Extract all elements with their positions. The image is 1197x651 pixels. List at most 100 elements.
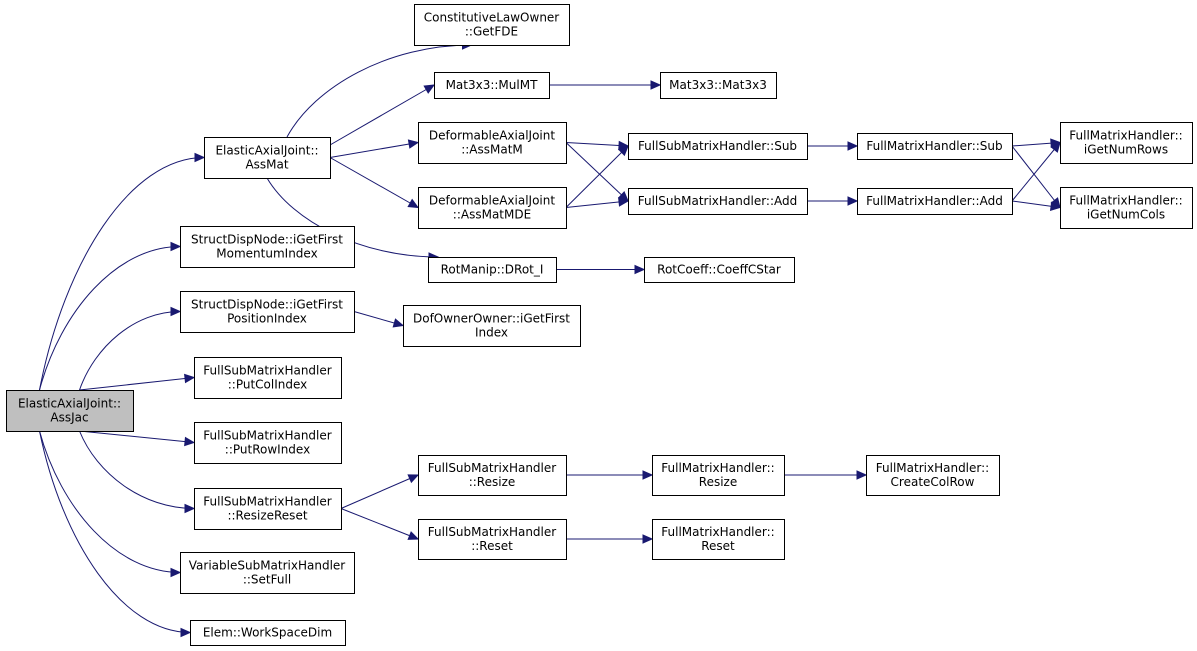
node-assjac[interactable]: ElasticAxialJoint::AssJac — [6, 390, 134, 432]
arrow-head — [184, 373, 196, 384]
node-mat3x3[interactable]: Mat3x3::Mat3x3 — [660, 72, 777, 99]
node-box — [428, 257, 557, 283]
node-label-line: FullSubMatrixHandler — [203, 429, 331, 443]
node-label-line: FullSubMatrixHandler — [203, 364, 331, 378]
edge-n_sdnpos-to-n_dof — [353, 311, 405, 328]
node-assmat[interactable]: ElasticAxialJoint::AssMat — [204, 137, 331, 179]
node-box — [418, 187, 567, 229]
edge-n_assjac-to-n_putcol — [79, 373, 196, 391]
node-label-line: FullSubMatrixHandler — [203, 495, 331, 509]
arrow-head — [847, 141, 859, 151]
node-label-line: FullMatrixHandler:: — [661, 525, 774, 539]
node-getfde[interactable]: ConstitutiveLawOwner::GetFDE — [414, 4, 570, 46]
node-box — [180, 291, 355, 333]
node-box — [403, 305, 581, 347]
node-label-line: PositionIndex — [227, 312, 307, 326]
edge-line — [286, 44, 472, 138]
arrow-head — [194, 152, 206, 163]
node-putrow[interactable]: FullSubMatrixHandler::PutRowIndex — [194, 422, 342, 464]
node-box — [6, 390, 134, 432]
node-fsmhres[interactable]: FullSubMatrixHandler::Resize — [418, 455, 567, 496]
node-fmhrst[interactable]: FullMatrixHandler::Reset — [652, 519, 785, 560]
edge-n_dajm-to-n_fsmhsub — [565, 140, 630, 151]
node-fmhadd[interactable]: FullMatrixHandler::Add — [857, 188, 1013, 215]
edge-n_rsreset-to-n_fsmhres — [340, 474, 420, 509]
node-fsmhrst[interactable]: FullSubMatrixHandler::Reset — [418, 519, 567, 560]
node-label-line: FullMatrixHandler:: — [1069, 129, 1182, 143]
node-label-line: ::ResizeReset — [227, 509, 307, 523]
edge-line — [329, 142, 419, 158]
arrow-head — [407, 474, 420, 484]
node-ws[interactable]: Elem::WorkSpaceDim — [190, 620, 346, 646]
node-mulmt[interactable]: Mat3x3::MulMT — [434, 72, 550, 99]
node-label-line: FullSubMatrixHandler — [428, 461, 556, 475]
edge-line — [565, 142, 629, 147]
edge-line — [39, 430, 191, 633]
node-label-line: MomentumIndex — [216, 247, 317, 261]
edge-n_fmhres-to-n_ccr — [784, 470, 868, 480]
node-label-line: DeformableAxialJoint — [429, 194, 555, 208]
arrow-head — [617, 145, 629, 157]
arrow-head — [856, 470, 868, 480]
node-label-line: iGetNumCols — [1087, 208, 1165, 222]
node-label-line: Index — [475, 326, 508, 340]
node-coeff[interactable]: RotCoeff::CoeffCStar — [644, 257, 795, 283]
node-label-line: FullSubMatrixHandler — [428, 525, 556, 539]
node-label-line: ElasticAxialJoint:: — [18, 397, 121, 411]
edge-n_fmhsub-to-n_cols — [1011, 145, 1061, 209]
node-label-line: AssJac — [50, 411, 88, 425]
edge-line — [329, 84, 435, 146]
node-label-line: Resize — [699, 475, 737, 489]
node-rows[interactable]: FullMatrixHandler::iGetNumRows — [1060, 122, 1193, 164]
node-label-line: ::PutRowIndex — [225, 443, 310, 457]
node-box — [180, 226, 355, 268]
node-fmhsub[interactable]: FullMatrixHandler::Sub — [857, 133, 1013, 160]
edge-n_assjac-to-n_assmat — [39, 152, 206, 391]
node-fsmhadd[interactable]: FullSubMatrixHandler::Add — [628, 188, 808, 215]
edge-line — [329, 157, 419, 208]
node-label-line: ElasticAxialJoint:: — [215, 144, 318, 158]
arrow-head — [650, 80, 662, 90]
node-fsmhsub[interactable]: FullSubMatrixHandler::Sub — [628, 133, 808, 160]
edge-n_assjac-to-n_sdnmom — [39, 241, 182, 391]
arrow-head — [170, 306, 182, 317]
edge-n_assjac-to-n_sdnpos — [79, 306, 182, 391]
node-ccr[interactable]: FullMatrixHandler::CreateColRow — [866, 455, 1000, 496]
node-fmhres[interactable]: FullMatrixHandler::Resize — [652, 455, 785, 496]
node-label-line: FullSubMatrixHandler::Add — [638, 194, 798, 208]
node-setfull[interactable]: VariableSubMatrixHandler::SetFull — [180, 552, 355, 594]
node-box — [194, 488, 342, 530]
arrow-head — [184, 436, 196, 447]
node-box — [204, 137, 331, 179]
arrow-head — [407, 198, 420, 209]
nodes: ElasticAxialJoint::AssJacElasticAxialJoi… — [6, 4, 1193, 646]
node-label-line: DeformableAxialJoint — [429, 129, 555, 143]
edge-n_assjac-to-n_putrow — [79, 430, 196, 447]
node-rsreset[interactable]: FullSubMatrixHandler::ResizeReset — [194, 488, 342, 530]
node-box — [628, 188, 808, 215]
node-dajm[interactable]: DeformableAxialJoint::AssMatM — [418, 122, 567, 164]
edge-line — [39, 246, 181, 391]
arrow-head — [423, 84, 436, 94]
node-putcol[interactable]: FullSubMatrixHandler::PutColIndex — [194, 357, 342, 399]
node-label-line: ::AssMatMDE — [453, 208, 531, 222]
node-drot[interactable]: RotManip::DRot_I — [428, 257, 557, 283]
edge-n_fsmhadd-to-n_fmhadd — [807, 196, 859, 206]
edges — [39, 40, 1062, 638]
node-label-line: DofOwnerOwner::iGetFirst — [413, 312, 570, 326]
edge-n_assmat-to-n_dajmde — [329, 157, 420, 209]
node-box — [1060, 122, 1193, 164]
node-label-line: VariableSubMatrixHandler — [189, 559, 346, 573]
arrow-head — [1050, 141, 1061, 153]
edge-line — [79, 430, 195, 443]
node-label-line: RotCoeff::CoeffCStar — [657, 263, 781, 277]
node-label-line: CreateColRow — [891, 475, 975, 489]
edge-n_rsreset-to-n_fsmhrst — [340, 508, 420, 540]
node-cols[interactable]: FullMatrixHandler::iGetNumCols — [1060, 187, 1193, 229]
node-dajmde[interactable]: DeformableAxialJoint::AssMatMDE — [418, 187, 567, 229]
arrow-head — [642, 534, 654, 544]
edge-line — [340, 508, 419, 540]
